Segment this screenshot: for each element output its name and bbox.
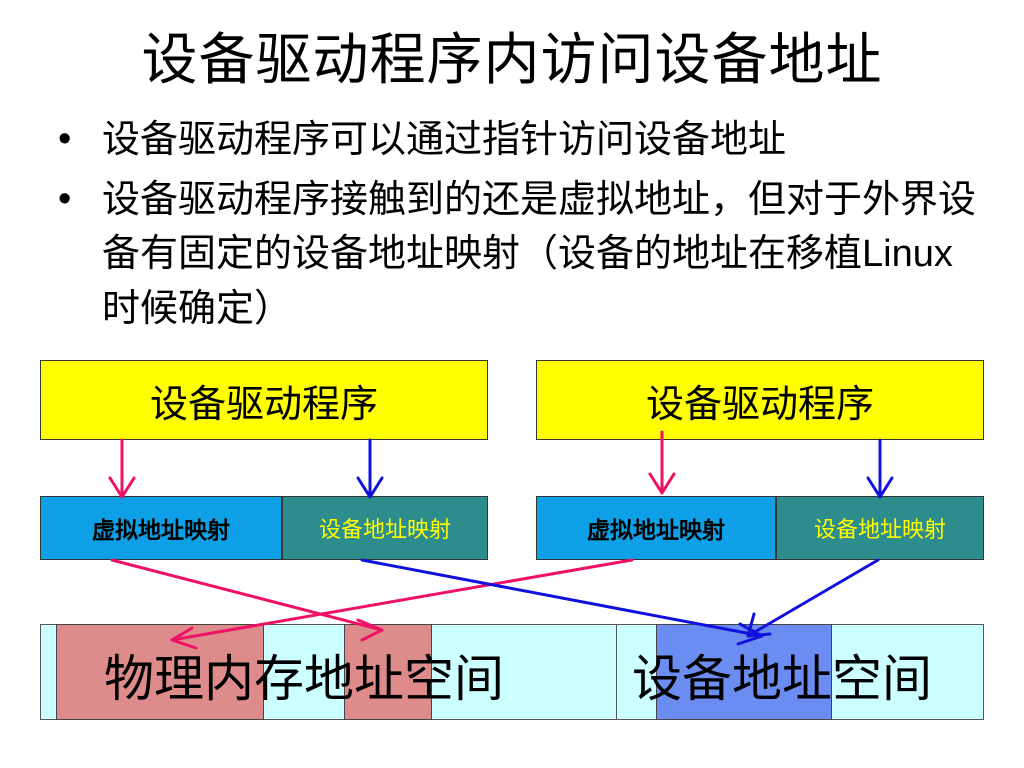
left-driver-box: 设备驱动程序 [40, 360, 488, 440]
right-virtual-map-box: 虚拟地址映射 [536, 496, 776, 560]
arrow-right-driver-to-device-map [866, 438, 894, 499]
bullet-text-2-linux: Linux [862, 233, 953, 275]
bullet-item-2: 设备驱动程序接触到的还是虚拟地址，但对于外界设备有固定的设备地址映射（设备的地址… [58, 172, 988, 335]
bullet-list: 设备驱动程序可以通过指针访问设备地址 设备驱动程序接触到的还是虚拟地址，但对于外… [58, 112, 988, 341]
slide-title: 设备驱动程序内访问设备地址 [141, 28, 883, 93]
bullet-text-1: 设备驱动程序可以通过指针访问设备地址 [102, 117, 787, 161]
physical-memory-space-label: 物理内存地址空间 [104, 650, 504, 708]
arrow-right-driver-to-virtual-map [648, 430, 676, 495]
arrow-left-driver-to-device-map [356, 438, 384, 499]
arrow-left-driver-to-virtual-map [108, 438, 136, 499]
device-address-space-label: 设备地址空间 [632, 650, 932, 708]
bullet-text-2a: 设备驱动程序接触到的还是虚拟地址，但对于外界设备有固定的设备地址映射（设备的地址… [102, 177, 977, 275]
right-device-map-box: 设备地址映射 [776, 496, 984, 560]
bullet-text-2b: 时候确定） [102, 286, 293, 330]
left-virtual-map-box: 虚拟地址映射 [40, 496, 282, 560]
right-driver-box: 设备驱动程序 [536, 360, 984, 440]
space-divider [616, 624, 617, 720]
bullet-item-1: 设备驱动程序可以通过指针访问设备地址 [58, 112, 988, 166]
left-device-map-box: 设备地址映射 [282, 496, 488, 560]
